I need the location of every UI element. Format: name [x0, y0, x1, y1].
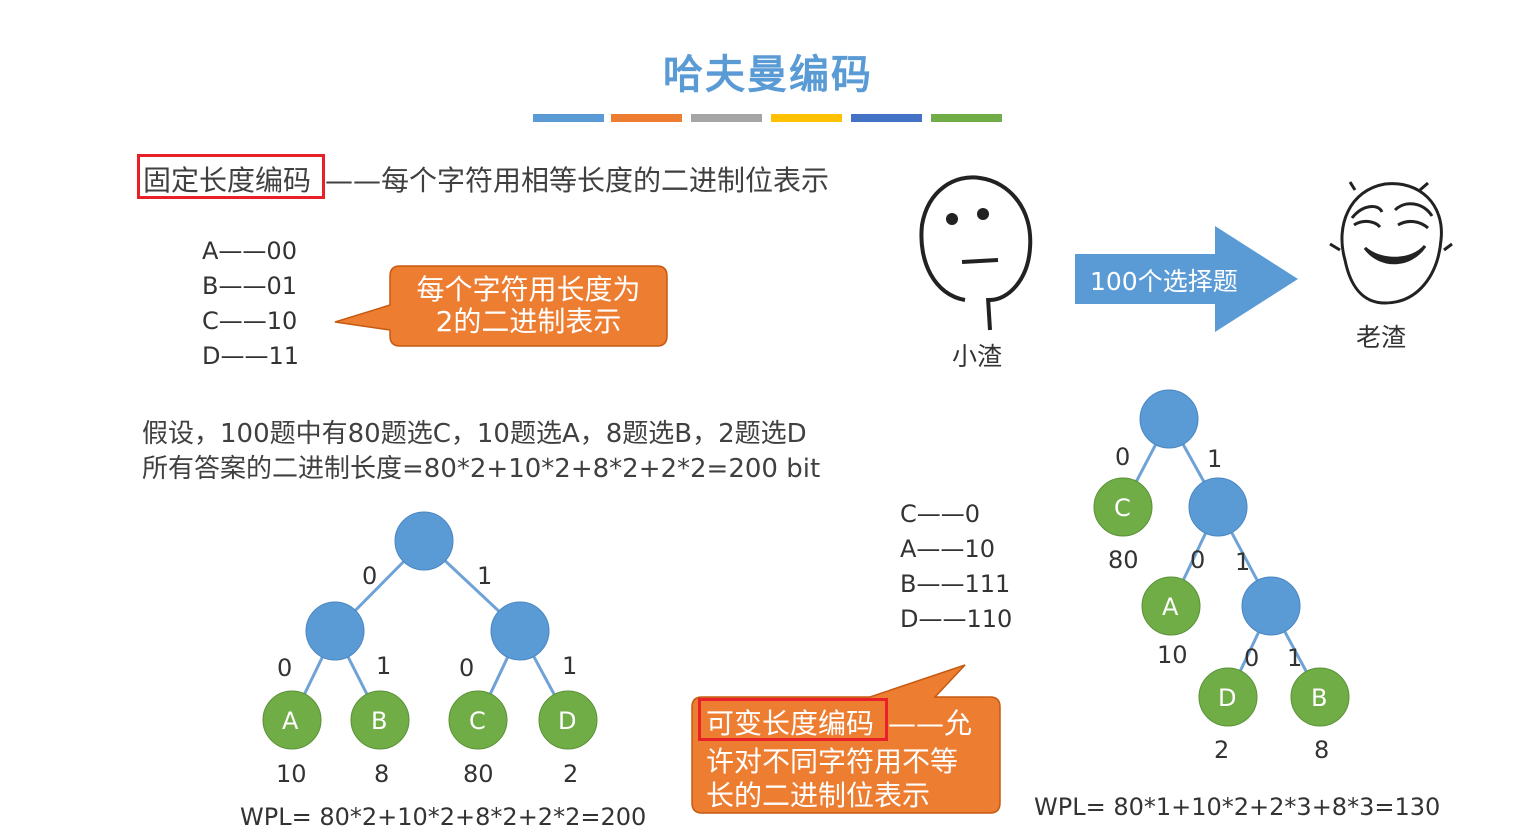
- assumption-line2: 所有答案的二进制长度=80*2+10*2+8*2+2*2=200 bit: [142, 454, 821, 484]
- tree1-leaf-d-node: [538, 690, 598, 750]
- assumption-line1: 假设，100题中有80题选C，10题选A，8题选B，2题选D: [142, 419, 807, 449]
- tree2-leaf-c-node: [1093, 477, 1153, 537]
- tree2-leaf-d-node: [1198, 667, 1258, 727]
- variable-desc-line2: 许对不同字符用不等: [706, 745, 959, 778]
- tree1-leaf-a-node: [262, 690, 322, 750]
- tree2-nodes: [1093, 389, 1350, 727]
- fixed-code-a: A——00: [202, 237, 297, 265]
- tree2-edge-label: 1: [1235, 548, 1251, 576]
- tree1-leaf-c-node: [448, 690, 508, 750]
- slide-title: 哈夫曼编码: [663, 52, 873, 98]
- tree1-leaf-b-node: [350, 690, 410, 750]
- variable-term-highlight: [698, 698, 888, 741]
- tree1-root-node: [394, 511, 454, 571]
- tree1-internal-left-node: [305, 601, 365, 661]
- color-bar-orange: [611, 114, 682, 122]
- tree2-edge-label: 1: [1207, 445, 1223, 473]
- tree1-edge-label: 1: [562, 652, 578, 680]
- tree1-internal-right-node: [490, 601, 550, 661]
- tree2-wpl: WPL= 80*1+10*2+2*3+8*3=130: [1034, 793, 1441, 821]
- tree1-leaf-label: C: [469, 707, 486, 735]
- tree2-edge-label: 0: [1115, 443, 1131, 471]
- tree1-edge-label: 1: [477, 562, 493, 590]
- arrow-text: 100个选择题: [1090, 267, 1238, 296]
- tree1-weight: 8: [374, 760, 390, 788]
- tree2-leaf-b-node: [1290, 667, 1350, 727]
- tree1-wpl: WPL= 80*2+10*2+8*2+2*2=200: [240, 803, 647, 831]
- tree2-weight: 8: [1314, 736, 1330, 764]
- tree2-edge-label: 0: [1244, 644, 1260, 672]
- color-bar-gray: [691, 114, 762, 122]
- var-code-d: D——110: [900, 605, 1013, 633]
- variable-desc-line1: ——允: [888, 707, 973, 740]
- fixed-desc: ——每个字符用相等长度的二进制位表示: [325, 164, 830, 197]
- tree1-weight: 80: [463, 760, 494, 788]
- laughing-face-icon: [1329, 181, 1453, 305]
- tree1-edge-label: 0: [277, 654, 293, 682]
- color-bar-darkblue: [851, 114, 922, 122]
- tree2-leaf-a-node: [1141, 576, 1201, 636]
- tree2-weight: 80: [1108, 546, 1139, 574]
- tree2-root-node: [1139, 389, 1199, 449]
- poker-face-icon: [919, 175, 1033, 331]
- fixed-code-b: B——01: [202, 272, 298, 300]
- tree1-edge-label: 1: [376, 652, 392, 680]
- fixed-callout-line1: 每个字符用长度为: [416, 273, 641, 306]
- tree1-leaf-label: B: [371, 707, 388, 735]
- variable-desc-line3: 长的二进制位表示: [706, 779, 931, 812]
- fixed-callout-line2: 2的二进制表示: [435, 305, 622, 338]
- tree2-weight: 10: [1157, 641, 1188, 669]
- tree1-edge-label: 0: [362, 562, 378, 590]
- tree2-edge-label: 0: [1190, 546, 1206, 574]
- var-code-c: C——0: [900, 500, 981, 528]
- tree1-weight: 2: [563, 760, 579, 788]
- fixed-term: 固定长度编码: [143, 164, 312, 197]
- tree2-weight: 2: [1214, 736, 1230, 764]
- tree2-internal-1-node: [1188, 477, 1248, 537]
- tree2-leaf-label: D: [1218, 684, 1237, 712]
- color-bar-blue: [533, 114, 604, 122]
- tree1-weight: 10: [276, 760, 307, 788]
- color-bar-green: [931, 114, 1002, 122]
- tree1-leaf-label: D: [558, 707, 577, 735]
- left-meme-label: 小渣: [952, 342, 1003, 371]
- tree2-leaf-label: A: [1162, 593, 1179, 621]
- variable-term: 可变长度编码: [706, 707, 875, 740]
- var-code-b: B——111: [900, 570, 1011, 598]
- fixed-code-d: D——11: [202, 342, 300, 370]
- big-arrow-shape: [1075, 226, 1298, 332]
- tree1-edge-label: 0: [459, 654, 475, 682]
- tree2-leaf-label: B: [1311, 684, 1328, 712]
- tree2-edge-label: 1: [1287, 644, 1303, 672]
- color-bar-yellow: [771, 114, 842, 122]
- fixed-callout-shape: [334, 265, 668, 347]
- tree1-nodes: [262, 511, 598, 750]
- tree2-internal-2-node: [1241, 576, 1301, 636]
- tree2-leaf-label: C: [1114, 494, 1131, 522]
- var-code-a: A——10: [900, 535, 995, 563]
- tree1-leaf-label: A: [282, 707, 299, 735]
- fixed-term-highlight: [137, 154, 325, 199]
- fixed-code-c: C——10: [202, 307, 298, 335]
- right-meme-label: 老渣: [1356, 323, 1407, 352]
